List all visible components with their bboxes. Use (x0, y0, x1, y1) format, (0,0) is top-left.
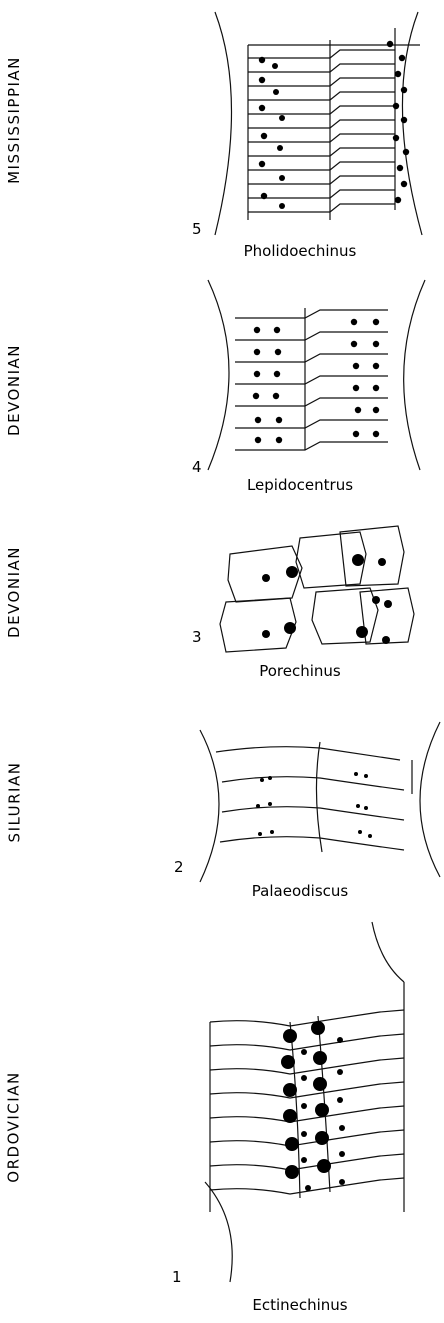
panel-number: 5 (192, 220, 202, 238)
panel-lepidocentrus: DEVONIAN 4 Lepidocentrus (0, 270, 444, 502)
plate-diagram-ectinechinus (0, 922, 444, 1323)
panel-porechinus: DEVONIAN 3 Porechinus (0, 502, 444, 702)
genus-name: Porechinus (180, 662, 420, 680)
genus-name: Lepidocentrus (180, 476, 420, 494)
panel-ectinechinus: ORDOVICIAN 1 Ectinechinus (0, 922, 444, 1323)
plate-diagram-lepidocentrus (0, 270, 444, 502)
genus-name: Ectinechinus (180, 1296, 420, 1314)
panel-number: 1 (172, 1268, 182, 1286)
genus-name: Pholidoechinus (180, 242, 420, 260)
panel-number: 2 (174, 858, 184, 876)
plate-diagram-pholidoechinus (0, 0, 444, 270)
panel-palaeodiscus: SILURIAN 2 Palaeodiscus (0, 702, 444, 922)
panel-number: 3 (192, 628, 202, 646)
genus-name: Palaeodiscus (180, 882, 420, 900)
panel-pholidoechinus: MISSISSIPPIAN 5 Pholidoechinus (0, 0, 444, 270)
panel-number: 4 (192, 458, 202, 476)
